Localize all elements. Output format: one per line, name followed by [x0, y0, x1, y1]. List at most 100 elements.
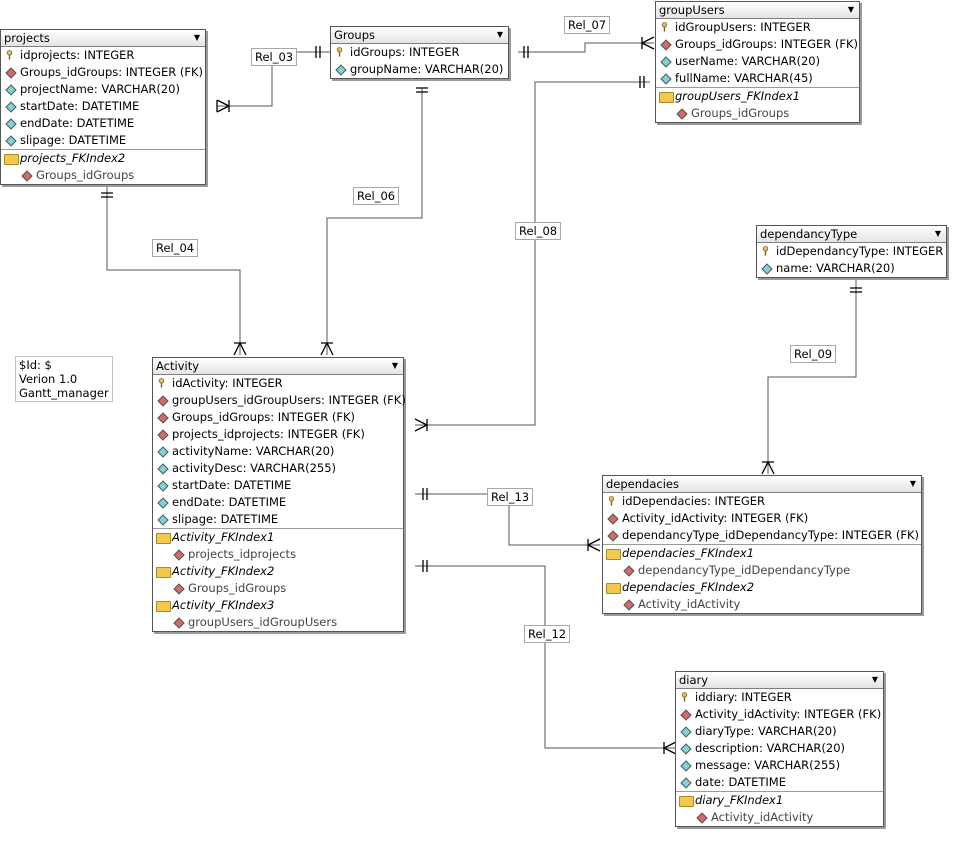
dropdown-arrow-icon[interactable]: ▼ — [847, 5, 854, 14]
fk-diamond-icon — [696, 812, 708, 824]
index-row[interactable]: Activity_FKIndex3 — [153, 597, 403, 614]
column-row[interactable]: Groups_idGroups: INTEGER (FK) — [153, 409, 403, 426]
column-diamond-icon — [157, 446, 169, 458]
table-header[interactable]: projects▼ — [1, 30, 205, 47]
index-field: groupUsers_idGroupUsers — [188, 615, 338, 629]
column-diamond-icon — [5, 84, 17, 96]
table-header[interactable]: diary ▼ — [676, 672, 883, 689]
table-header[interactable]: Activity▼ — [153, 358, 403, 375]
index-name: dependacies_FKIndex1 — [622, 546, 755, 560]
column-row[interactable]: projectName: VARCHAR(20) — [1, 81, 205, 98]
column-diamond-icon — [660, 56, 672, 68]
column-row[interactable]: diaryType: VARCHAR(20) — [676, 723, 883, 740]
index-field-row[interactable]: Groups_idGroups — [1, 167, 205, 184]
index-field-row[interactable]: projects_idprojects — [153, 546, 403, 563]
column-row[interactable]: groupUsers_idGroupUsers: INTEGER (FK) — [153, 392, 406, 409]
column-text: Groups_idGroups: INTEGER (FK) — [20, 65, 204, 79]
table-dependancytype[interactable]: dependancyType▼idDependancyType: INTEGER… — [756, 225, 947, 278]
column-row[interactable]: dependancyType_idDependancyType: INTEGER… — [603, 527, 921, 544]
index-row[interactable]: dependacies_FKIndex1 — [603, 544, 921, 562]
table-name: diary — [679, 673, 709, 687]
column-row[interactable]: startDate: DATETIME — [153, 477, 403, 494]
column-row[interactable]: activityDesc: VARCHAR(255) — [153, 460, 403, 477]
table-header[interactable]: dependacies ▼ — [603, 476, 921, 493]
column-row[interactable]: idGroupUsers: INTEGER — [656, 19, 859, 36]
column-row[interactable]: name: VARCHAR(20) — [757, 260, 946, 277]
column-diamond-icon — [335, 64, 347, 76]
column-row[interactable]: date: DATETIME — [676, 774, 883, 791]
folder-icon — [659, 92, 674, 103]
column-row[interactable]: endDate: DATETIME — [1, 115, 205, 132]
index-field-row[interactable]: groupUsers_idGroupUsers — [153, 614, 403, 631]
column-row[interactable]: message: VARCHAR(255) — [676, 757, 883, 774]
table-groups[interactable]: Groups▼idGroups: INTEGER groupName: VARCH… — [330, 26, 509, 79]
key-icon — [681, 692, 688, 702]
index-row[interactable]: projects_FKIndex2 — [1, 149, 205, 167]
index-field-row[interactable]: Activity_idActivity — [603, 596, 921, 613]
column-row[interactable]: Groups_idGroups: INTEGER (FK) — [1, 64, 205, 81]
column-row[interactable]: startDate: DATETIME — [1, 98, 205, 115]
column-text: idGroups: INTEGER — [350, 45, 460, 59]
index-field-row[interactable]: Groups_idGroups — [656, 105, 859, 122]
index-row[interactable]: groupUsers_FKIndex1 — [656, 87, 859, 105]
index-field-row[interactable]: Groups_idGroups — [153, 580, 403, 597]
table-name: dependacies — [606, 477, 679, 491]
column-text: endDate: DATETIME — [172, 495, 287, 509]
column-row[interactable]: idprojects: INTEGER — [1, 47, 205, 64]
fk-diamond-icon — [607, 530, 619, 542]
column-row[interactable]: projects_idprojects: INTEGER (FK) — [153, 426, 403, 443]
column-row[interactable]: iddiary: INTEGER — [676, 689, 883, 706]
column-text: slipage: DATETIME — [172, 512, 279, 526]
index-row[interactable]: diary_FKIndex1 — [676, 791, 883, 809]
dropdown-arrow-icon[interactable]: ▼ — [193, 33, 200, 42]
column-row[interactable]: activityName: VARCHAR(20) — [153, 443, 403, 460]
table-header[interactable]: Groups▼ — [331, 27, 508, 44]
column-row[interactable]: idDependacies: INTEGER — [603, 493, 921, 510]
table-header[interactable]: groupUsers ▼ — [656, 2, 859, 19]
column-text: Activity_idActivity: INTEGER (FK) — [695, 707, 882, 721]
fk-diamond-icon — [623, 565, 635, 577]
dropdown-arrow-icon[interactable]: ▼ — [871, 675, 878, 684]
note-project-line: Gantt_manager — [19, 386, 109, 400]
column-text: idActivity: INTEGER — [172, 376, 283, 390]
column-row[interactable]: endDate: DATETIME — [153, 494, 403, 511]
column-text: message: VARCHAR(255) — [695, 758, 841, 772]
column-text: Activity_idActivity: INTEGER (FK) — [622, 511, 809, 525]
column-row[interactable]: Groups_idGroups: INTEGER (FK) — [656, 36, 859, 53]
column-row[interactable]: userName: VARCHAR(20) — [656, 53, 859, 70]
index-row[interactable]: dependacies_FKIndex2 — [603, 579, 921, 596]
dropdown-arrow-icon[interactable]: ▼ — [391, 361, 398, 370]
table-activity[interactable]: Activity▼idActivity: INTEGER groupUsers_i… — [152, 357, 406, 632]
column-row[interactable]: idDependancyType: INTEGER — [757, 243, 946, 260]
key-icon — [336, 47, 343, 57]
column-row[interactable]: groupName: VARCHAR(20) — [331, 61, 508, 78]
column-row[interactable]: Activity_idActivity: INTEGER (FK) — [603, 510, 921, 527]
column-row[interactable]: slipage: DATETIME — [153, 511, 403, 528]
column-text: date: DATETIME — [695, 775, 786, 789]
index-row[interactable]: Activity_FKIndex2 — [153, 563, 403, 580]
fk-diamond-icon — [173, 549, 185, 561]
table-header[interactable]: dependancyType▼ — [757, 226, 946, 243]
column-row[interactable]: description: VARCHAR(20) — [676, 740, 883, 757]
column-text: projects_idprojects: INTEGER (FK) — [172, 427, 365, 441]
index-row[interactable]: Activity_FKIndex1 — [153, 528, 403, 546]
fk-diamond-icon — [21, 170, 33, 182]
column-row[interactable]: idActivity: INTEGER — [153, 375, 403, 392]
column-row[interactable]: fullName: VARCHAR(45) — [656, 70, 859, 87]
fk-diamond-icon — [157, 412, 169, 424]
column-diamond-icon — [660, 73, 672, 85]
table-name: groupUsers — [659, 3, 725, 17]
column-row[interactable]: slipage: DATETIME — [1, 132, 205, 149]
index-field-row[interactable]: dependancyType_idDependancyType — [603, 562, 921, 579]
column-row[interactable]: Activity_idActivity: INTEGER (FK) — [676, 706, 883, 723]
dropdown-arrow-icon[interactable]: ▼ — [496, 30, 503, 39]
column-diamond-icon — [5, 118, 17, 130]
column-row[interactable]: idGroups: INTEGER — [331, 44, 508, 61]
dropdown-arrow-icon[interactable]: ▼ — [934, 229, 941, 238]
dropdown-arrow-icon[interactable]: ▼ — [909, 479, 916, 488]
index-field-row[interactable]: Activity_idActivity — [676, 809, 883, 826]
